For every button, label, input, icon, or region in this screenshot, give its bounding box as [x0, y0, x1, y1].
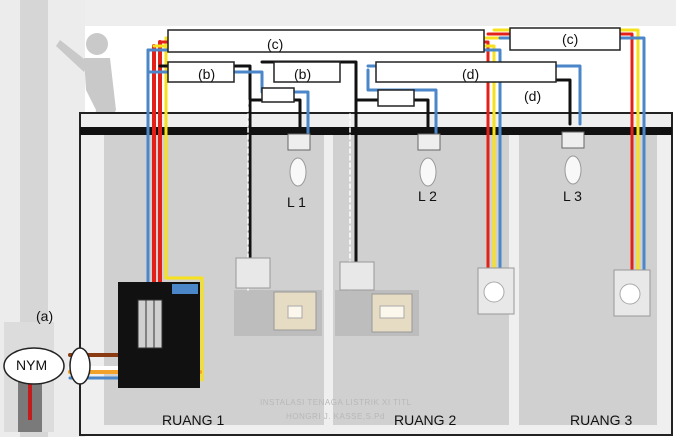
- label-d-1: (d): [462, 66, 480, 82]
- label-b-1: (b): [198, 66, 216, 82]
- label-b-2: (b): [294, 66, 312, 82]
- switch-box-1: [235, 257, 317, 331]
- room-label-1: RUANG 1: [162, 412, 225, 428]
- cable-end: [3, 347, 91, 385]
- lamp-2-icon: [417, 133, 441, 187]
- lamp-label-1: L 1: [287, 194, 306, 210]
- cable-label: NYM: [16, 357, 48, 373]
- switch-box-2: [339, 261, 413, 333]
- lamp-1-icon: [287, 133, 311, 187]
- socket-1-icon: [477, 267, 515, 315]
- socket-2-icon: [613, 269, 651, 317]
- credit-line-2: HONGRI J. KASSE,S.Pd: [286, 412, 385, 421]
- label-d-2: (d): [524, 88, 542, 104]
- fixtures: [235, 131, 651, 333]
- room-label-3: RUANG 3: [570, 412, 633, 428]
- credit-line-1: INSTALASI TENAGA LISTRIK XI TITL: [260, 398, 412, 407]
- room-label-2: RUANG 2: [394, 412, 457, 428]
- lamp-3-icon: [561, 131, 585, 185]
- label-c-2: (c): [562, 31, 579, 47]
- lamp-label-3: L 3: [563, 188, 582, 204]
- lamp-label-2: L 2: [418, 188, 437, 204]
- label-a: (a): [36, 308, 54, 324]
- junction-boxes: [167, 27, 621, 107]
- distribution-panel: [118, 282, 200, 388]
- label-c-1: (c): [267, 36, 284, 52]
